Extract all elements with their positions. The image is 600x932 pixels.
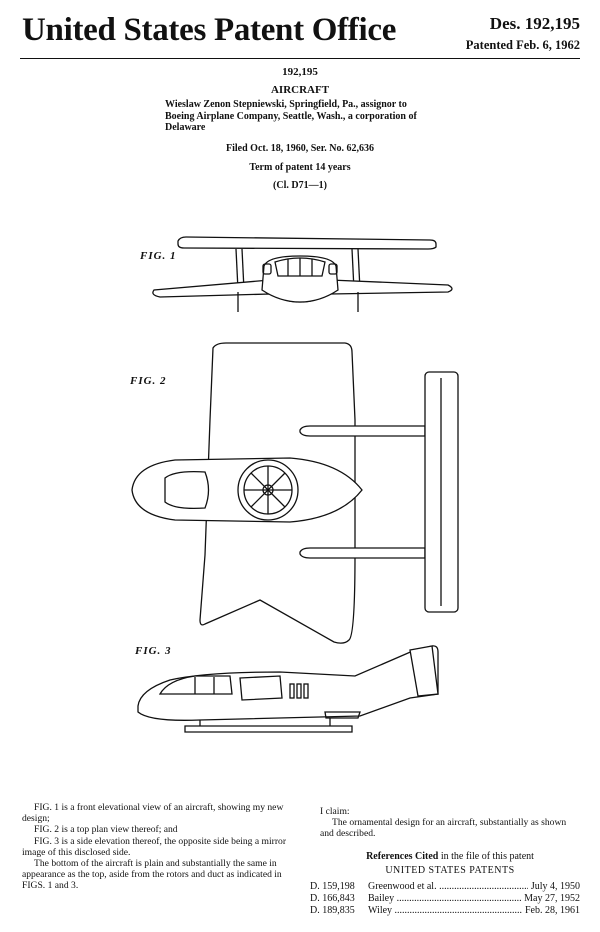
patent-number: 192,195 (282, 66, 318, 78)
references-heading-bold: References Cited (366, 851, 439, 862)
description-paragraph: FIG. 3 is a side elevation thereof, the … (22, 835, 287, 858)
fig3-side-view (137, 645, 439, 733)
reference-number: D. 189,835 (310, 905, 355, 916)
reference-name: Wiley (368, 905, 522, 917)
reference-date: May 27, 1952 (524, 893, 580, 904)
reference-row: D. 189,835 Wiley Feb. 28, 1961 (310, 905, 580, 917)
references-list: D. 159,198 Greenwood et al. July 4, 1950… (310, 881, 580, 917)
office-title: United States Patent Office (22, 12, 397, 48)
claim-heading: I claim: (320, 806, 350, 817)
fig1-front-view (152, 236, 453, 312)
references-heading-rest: in the file of this patent (438, 851, 534, 862)
fig3-label: FIG. 3 (135, 645, 172, 657)
description-paragraph: The bottom of the aircraft is plain and … (22, 858, 282, 892)
figure-description: FIG. 1 is a front elevational view of an… (22, 802, 292, 892)
reference-row: D. 159,198 Greenwood et al. July 4, 1950 (310, 881, 580, 893)
patented-date: Patented Feb. 6, 1962 (465, 38, 580, 52)
reference-row: D. 166,843 Bailey May 27, 1952 (310, 893, 580, 905)
references-subheading: UNITED STATES PATENTS (385, 865, 515, 876)
reference-name: Greenwood et al. (368, 881, 528, 893)
references-heading: References Cited in the file of this pat… (320, 851, 580, 862)
reference-date: Feb. 28, 1961 (525, 905, 580, 916)
reference-name: Bailey (368, 893, 521, 905)
description-paragraph: FIG. 1 is a front elevational view of an… (22, 802, 284, 825)
fig2-top-view (131, 342, 459, 644)
reference-number: D. 166,843 (310, 893, 355, 904)
fig1-label: FIG. 1 (140, 250, 177, 262)
patent-term: Term of patent 14 years (249, 162, 351, 173)
description-paragraph: FIG. 2 is a top plan view thereof; and (34, 824, 178, 836)
patent-title: AIRCRAFT (270, 84, 330, 96)
reference-date: July 4, 1950 (530, 881, 580, 892)
reference-number: D. 159,198 (310, 881, 355, 892)
design-number: Des. 192,195 (489, 14, 580, 33)
claim-text: The ornamental design for an aircraft, s… (320, 817, 567, 840)
classification: (Cl. D71—1) (273, 180, 327, 191)
filing-info: Filed Oct. 18, 1960, Ser. No. 62,636 (226, 143, 374, 154)
fig2-label: FIG. 2 (130, 375, 167, 387)
claim-section: I claim: The ornamental design for an ai… (320, 806, 580, 840)
header-rule (20, 58, 580, 59)
inventor-assignment: Wieslaw Zenon Stepniewski, Springfield, … (165, 99, 417, 133)
